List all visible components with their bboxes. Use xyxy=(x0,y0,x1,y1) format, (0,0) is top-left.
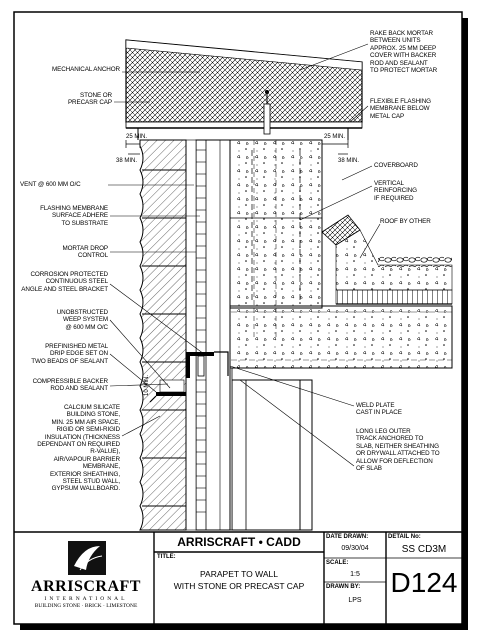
title-label: TITLE: xyxy=(157,554,176,560)
drawn-by-value: LPS xyxy=(348,597,362,604)
company-name: ARRISCRAFT xyxy=(31,578,141,595)
dimension-cap-drip-left: 38 MIN. xyxy=(116,158,138,164)
scale-value: 1:5 xyxy=(350,571,360,578)
callout-mortar-drop: MORTAR DROP CONTROL xyxy=(62,245,108,260)
callout-flexible-flashing: FLEXIBLE FLASHING MEMBRANE BELOW METAL C… xyxy=(370,98,431,120)
callout-flashing-membrane: FLASHING MEMBRANE SURFACE ADHERE TO SUBS… xyxy=(40,205,108,227)
detail-number-label: DETAIL No: xyxy=(388,534,421,540)
callout-vertical-reinforcing: VERTICAL REINFORCING IF REQUIRED xyxy=(374,180,417,202)
scale-label: SCALE: xyxy=(326,560,349,566)
callout-weep-system: UNOBSTRUCTED WEEP SYSTEM @ 600 MM O/C xyxy=(56,309,108,331)
dimension-cap-overhang-right: 25 MIN. xyxy=(324,134,346,140)
callout-stone-cap: STONE OR PRECASR CAP xyxy=(67,92,112,107)
company-tagline: BUILDING STONE · BRICK · LIMESTONE xyxy=(34,603,138,609)
title-block-header: ARRISCRAFT • CADD xyxy=(177,535,301,549)
callout-weld-plate: WELD PLATE CAST IN PLACE xyxy=(356,402,402,417)
dimension-cap-overhang-left: 25 MIN. xyxy=(126,134,148,140)
date-drawn-label: DATE DRAWN: xyxy=(326,534,369,540)
callout-corrosion-angle: CORROSION PROTECTED CONTINUOUS STEEL ANG… xyxy=(21,271,108,293)
callout-drip-edge: PREFINISHED METAL DRIP EDGE SET ON TWO B… xyxy=(31,343,108,365)
callout-backer-rod: COMPRESSIBLE BACKER ROD AND SEALANT xyxy=(32,378,109,393)
sheet-number: D124 xyxy=(390,567,458,598)
callout-roof: ROOF BY OTHER xyxy=(380,218,431,225)
callout-rake-mortar: RAKE BACK MORTAR BETWEEN UNITS APPROX. 2… xyxy=(370,30,438,75)
callout-track: LONG LEG OUTER TRACK ANCHORED TO SLAB, N… xyxy=(356,428,440,473)
drawn-by-label: DRAWN BY: xyxy=(326,584,361,590)
callout-coverboard: COVERBOARD xyxy=(374,162,418,169)
company-subtitle: INTERNATIONAL xyxy=(44,596,128,602)
drawing-title-line2: WITH STONE OR PRECAST CAP xyxy=(173,581,305,591)
dimension-angle-gap: 10 MIN. xyxy=(144,374,150,396)
callout-vent: VENT @ 600 MM O/C xyxy=(20,181,81,188)
drawing-title-line1: PARAPET TO WALL xyxy=(200,569,278,579)
detail-number-value: SS CD3M xyxy=(401,544,447,555)
callout-wall-assembly: CALCIUM SILICATE BUILDING STONE, MIN. 25… xyxy=(37,404,120,493)
date-drawn-value: 09/30/04 xyxy=(341,545,369,552)
dimension-cap-drip-right: 38 MIN. xyxy=(338,158,360,164)
callout-mechanical-anchor: MECHANICAL ANCHOR xyxy=(51,66,120,73)
